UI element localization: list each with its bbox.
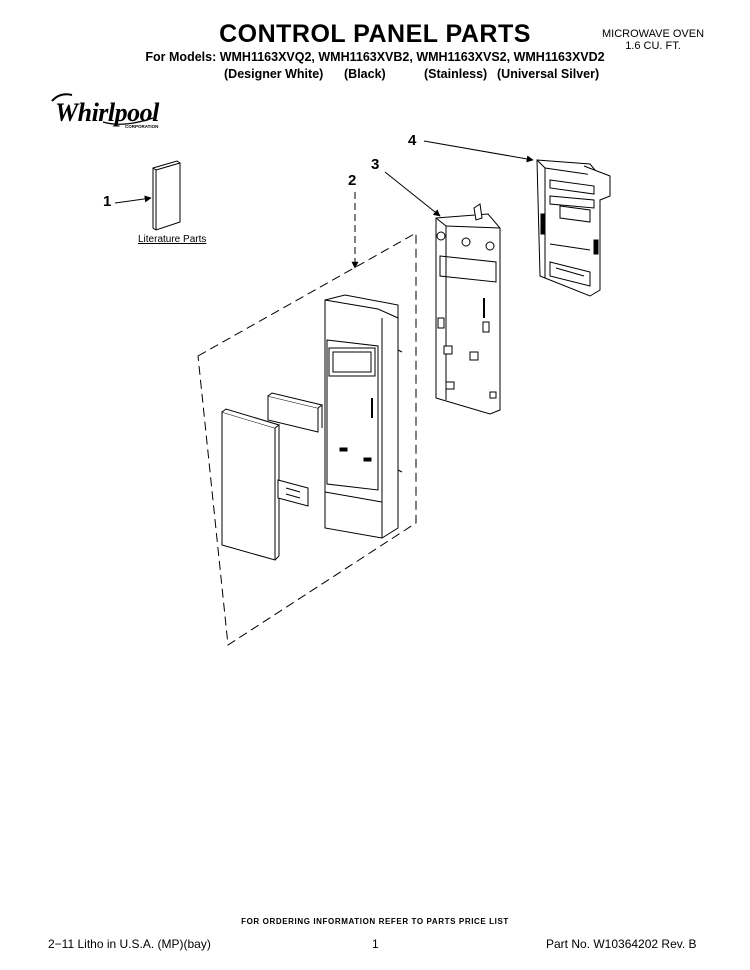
product-type-name: MICROWAVE OVEN [601, 28, 705, 40]
part-2-assembly-outline [197, 232, 417, 646]
callout-4: 4 [408, 132, 417, 149]
models-line: For Models: WMH1163XVQ2, WMH1163XVB2, WM… [145, 50, 605, 64]
callout-3-arrow [384, 171, 441, 217]
logo-subtext: CORPORATION [125, 124, 158, 129]
callout-3: 3 [371, 156, 380, 173]
logo-wordmark: Whirlpool [55, 98, 160, 127]
literature-parts-label: Literature Parts [138, 234, 207, 245]
variant-black: (Black) [344, 67, 386, 81]
variant-universal-silver: (Universal Silver) [497, 67, 600, 81]
variant-designer-white: (Designer White) [224, 67, 324, 81]
label-plate [277, 479, 309, 507]
whirlpool-logo: Whirlpool CORPORATION [51, 93, 161, 129]
litho-info: 2−11 Litho in U.S.A. (MP)(bay) [48, 937, 211, 951]
callout-2: 2 [348, 172, 357, 189]
keypad-membrane [221, 408, 281, 561]
part-1-literature [152, 160, 181, 231]
ordering-note: FOR ORDERING INFORMATION REFER TO PARTS … [241, 917, 509, 926]
product-type-capacity: 1.6 CU. FT. [625, 40, 681, 52]
callout-1: 1 [103, 193, 112, 210]
product-type: MICROWAVE OVEN 1.6 CU. FT. [598, 28, 708, 52]
callout-1-arrow [114, 195, 152, 204]
part-number: Part No. W10364202 Rev. B [546, 937, 697, 951]
part-4-control-board [536, 159, 611, 297]
page-title: CONTROL PANEL PARTS [219, 20, 531, 48]
variant-stainless: (Stainless) [424, 67, 488, 81]
part-3-control-frame [435, 203, 501, 415]
page-number: 1 [372, 937, 379, 951]
display-window [267, 392, 324, 433]
control-panel-face [324, 294, 403, 539]
callout-4-arrow [423, 140, 534, 163]
